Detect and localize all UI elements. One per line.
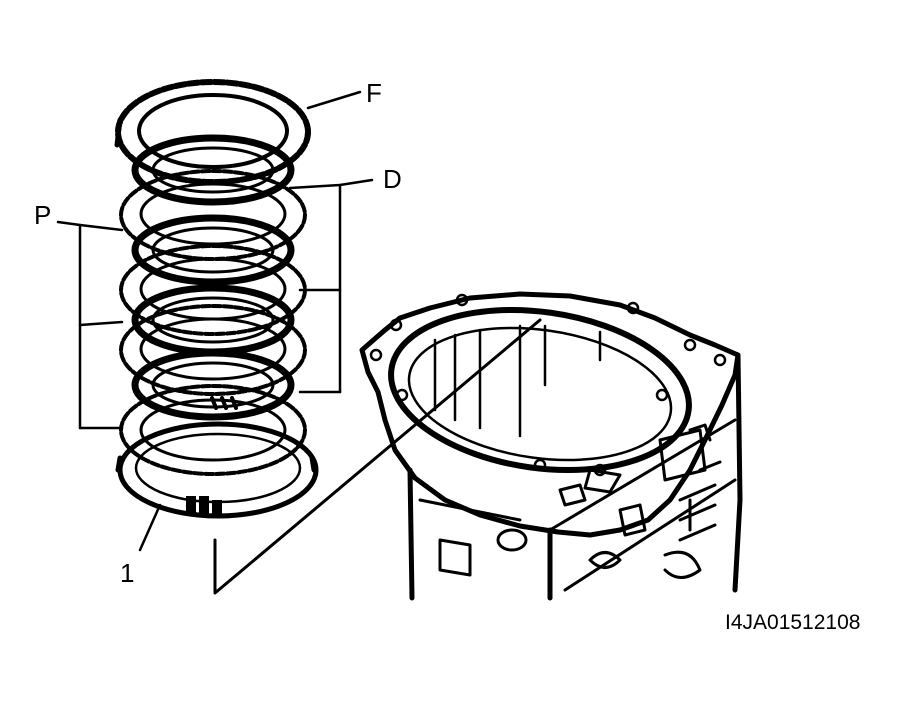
- transmission-case: [359, 291, 743, 601]
- disc-2: [131, 214, 295, 286]
- retaining-plate-f: [114, 79, 311, 185]
- callout-d: D: [383, 164, 402, 194]
- clutch-pack: [114, 79, 319, 519]
- plate-3: [119, 304, 307, 396]
- callout-1: 1: [120, 558, 134, 588]
- leader-lines: [56, 90, 542, 595]
- callout-f: F: [366, 78, 382, 108]
- plate-4: [119, 384, 307, 476]
- bolt-holes: [369, 293, 727, 477]
- figure-id: I4JA01512108: [725, 611, 860, 634]
- disc-1: [131, 134, 295, 206]
- spring-plate-1: [115, 421, 319, 519]
- callout-p: P: [34, 200, 51, 230]
